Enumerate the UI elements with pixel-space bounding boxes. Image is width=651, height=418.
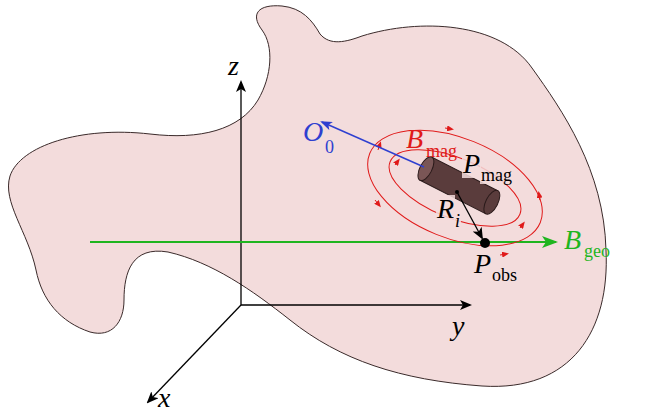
symbol-subscript: obs [492,266,517,284]
magnetic-field-lines [351,107,559,269]
symbol-subscript: mag [480,166,513,184]
position-symbol: P [462,150,481,178]
symbol-subscript: 0 [325,138,334,156]
point-symbol: P [474,250,491,278]
orientation-symbol: O [303,118,323,146]
magnet-cylinder [415,154,503,216]
axis-label: z [228,52,239,80]
field-symbol: B [564,226,581,254]
vector-symbol: R [436,195,455,223]
symbol-subscript: mag [426,142,457,160]
axis-label: x [158,384,170,412]
stomach-outline [8,6,606,387]
observation-point [480,238,490,248]
symbol-subscript: geo [584,242,610,260]
orientation-arrow [322,122,424,167]
axis-label: y [452,312,464,340]
field-symbol: B [406,125,423,153]
symbol-subscript: i [454,212,461,230]
